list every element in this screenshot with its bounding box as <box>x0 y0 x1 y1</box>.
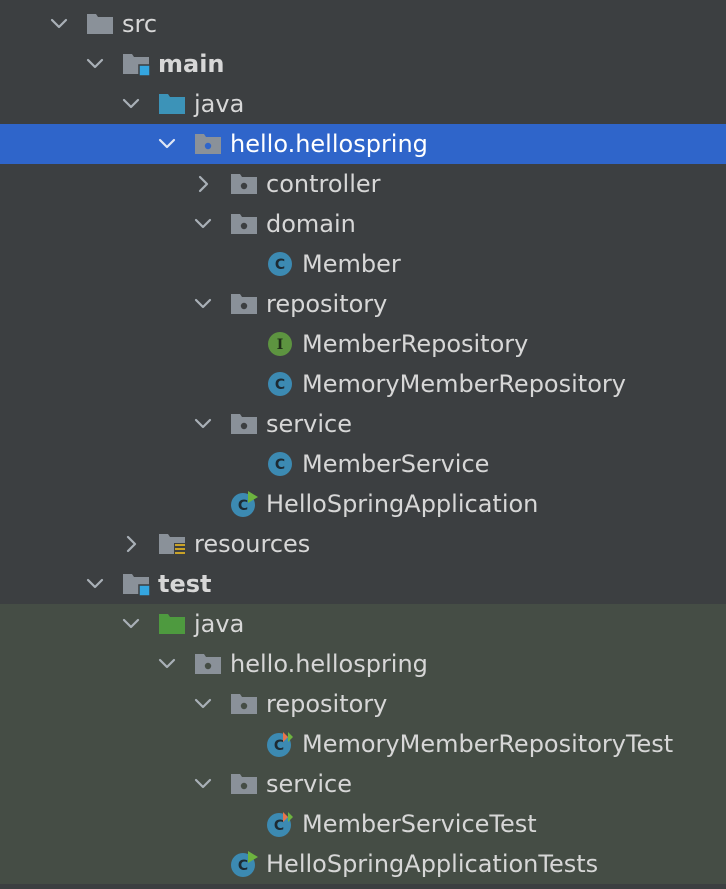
spring-class-icon: C <box>230 490 258 518</box>
tree-item-repository[interactable]: repository <box>0 284 726 324</box>
tree-item-label: HelloSpringApplication <box>266 490 539 518</box>
tree-item-label: test <box>158 570 212 598</box>
package-icon <box>230 772 258 796</box>
tree-item-label: MemberServiceTest <box>302 810 537 838</box>
class-icon: C <box>266 370 294 398</box>
tree-item-label: Member <box>302 250 401 278</box>
chevron-down-icon[interactable] <box>190 291 216 317</box>
chevron-down-icon[interactable] <box>154 651 180 677</box>
tree-item-label: repository <box>266 290 388 318</box>
svg-text:C: C <box>275 457 285 473</box>
tree-item-label: MemberService <box>302 450 490 478</box>
tree-item-label: src <box>122 10 158 38</box>
tree-item-hello-hellospring[interactable]: hello.hellospring <box>0 124 726 164</box>
tree-item-label: resources <box>194 530 311 558</box>
tree-item-hello-spring-application-tests[interactable]: C HelloSpringApplicationTests <box>0 844 726 884</box>
chevron-down-icon[interactable] <box>154 131 180 157</box>
chevron-right-icon[interactable] <box>190 171 216 197</box>
tree-item-label: MemoryMemberRepository <box>302 370 626 398</box>
spring-class-icon: C <box>230 850 258 878</box>
tree-item-test[interactable]: test <box>0 564 726 604</box>
chevron-down-icon[interactable] <box>190 691 216 717</box>
tree-item-label: java <box>194 610 245 638</box>
svg-text:C: C <box>274 818 284 834</box>
tree-item-member-service-test[interactable]: C MemberServiceTest <box>0 804 726 844</box>
chevron-down-icon[interactable] <box>82 51 108 77</box>
class-icon: C <box>266 450 294 478</box>
tree-item-resources[interactable]: resources <box>0 524 726 564</box>
resources-folder-icon <box>158 532 186 556</box>
tree-item-java[interactable]: java <box>0 84 726 124</box>
module-folder-icon <box>122 572 151 597</box>
tree-item-memory-member-repository-test[interactable]: C MemoryMemberRepositoryTest <box>0 724 726 764</box>
tree-item-label: HelloSpringApplicationTests <box>266 850 599 878</box>
test-class-icon: C <box>266 810 294 838</box>
chevron-down-icon[interactable] <box>190 211 216 237</box>
tree-item-member[interactable]: C Member <box>0 244 726 284</box>
package-icon <box>230 692 258 716</box>
chevron-down-icon[interactable] <box>46 11 72 37</box>
package-icon <box>194 132 222 156</box>
tree-item-main[interactable]: main <box>0 44 726 84</box>
tree-item-hello-spring-application[interactable]: C HelloSpringApplication <box>0 484 726 524</box>
chevron-down-icon[interactable] <box>190 411 216 437</box>
chevron-right-icon[interactable] <box>118 531 144 557</box>
package-icon <box>230 172 258 196</box>
tree-item-label: MemberRepository <box>302 330 529 358</box>
tree-item-controller[interactable]: controller <box>0 164 726 204</box>
tree-item-label: hello.hellospring <box>230 650 428 678</box>
tree-item-label: service <box>266 410 352 438</box>
source-folder-icon <box>158 92 186 116</box>
chevron-down-icon[interactable] <box>82 571 108 597</box>
tree-item-label: hello.hellospring <box>230 130 428 158</box>
tree-item-member-repository[interactable]: I MemberRepository <box>0 324 726 364</box>
tree-item-label: main <box>158 50 225 78</box>
chevron-down-icon[interactable] <box>118 91 144 117</box>
tree-item-test-service[interactable]: service <box>0 764 726 804</box>
module-folder-icon <box>122 52 151 77</box>
svg-text:C: C <box>238 498 248 514</box>
class-icon: C <box>266 250 294 278</box>
folder-icon <box>86 12 114 36</box>
tree-item-member-service[interactable]: C MemberService <box>0 444 726 484</box>
chevron-down-icon[interactable] <box>118 611 144 637</box>
tree-item-domain[interactable]: domain <box>0 204 726 244</box>
svg-text:C: C <box>275 257 285 273</box>
svg-text:C: C <box>275 377 285 393</box>
tree-item-memory-member-repository[interactable]: C MemoryMemberRepository <box>0 364 726 404</box>
tree-item-label: controller <box>266 170 381 198</box>
tree-item-test-repository[interactable]: repository <box>0 684 726 724</box>
package-icon <box>230 212 258 236</box>
tree-item-label: domain <box>266 210 356 238</box>
test-source-folder-icon <box>158 612 186 636</box>
package-icon <box>194 652 222 676</box>
package-icon <box>230 292 258 316</box>
svg-text:C: C <box>274 738 284 754</box>
tree-item-service[interactable]: service <box>0 404 726 444</box>
tree-item-label: service <box>266 770 352 798</box>
tree-item-label: MemoryMemberRepositoryTest <box>302 730 674 758</box>
tree-item-src[interactable]: src <box>0 4 726 44</box>
test-class-icon: C <box>266 730 294 758</box>
svg-text:C: C <box>238 858 248 874</box>
package-icon <box>230 412 258 436</box>
svg-text:I: I <box>277 337 284 353</box>
tree-item-label: repository <box>266 690 388 718</box>
tree-item-test-java[interactable]: java <box>0 604 726 644</box>
tree-item-test-hello-hellospring[interactable]: hello.hellospring <box>0 644 726 684</box>
interface-icon: I <box>266 330 294 358</box>
chevron-down-icon[interactable] <box>190 771 216 797</box>
tree-item-label: java <box>194 90 245 118</box>
